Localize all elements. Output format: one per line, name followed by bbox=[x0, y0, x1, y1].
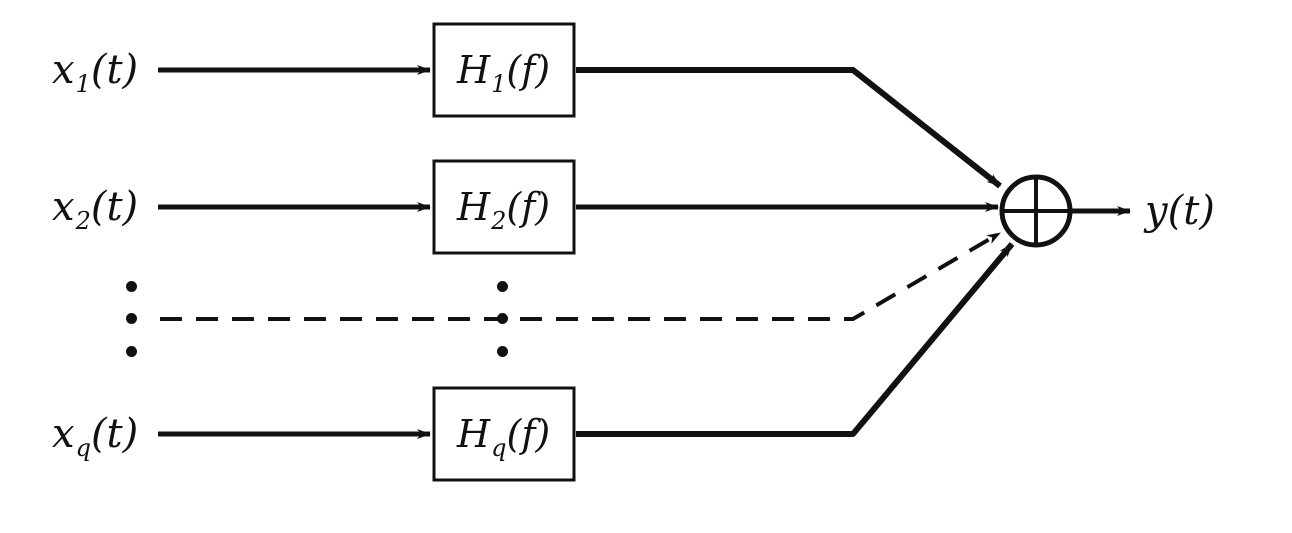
branch-path-q bbox=[576, 242, 1015, 437]
input-label-2: x2(t) bbox=[52, 184, 139, 235]
filter-block-2 bbox=[432, 159, 576, 255]
filter-label-2: H2(f) bbox=[457, 185, 551, 235]
branch-path-1 bbox=[576, 67, 1002, 189]
filter-block-q bbox=[432, 386, 576, 482]
output-label: y(t) bbox=[1145, 188, 1215, 234]
circle-plus-icon bbox=[999, 174, 1073, 248]
branch-path-dashed bbox=[160, 231, 1002, 321]
filter-label-q: Hq(f) bbox=[457, 412, 551, 462]
filter-block-1 bbox=[432, 22, 576, 118]
input-label-1: x1(t) bbox=[52, 47, 139, 98]
input-label-q: xq(t) bbox=[52, 411, 139, 462]
filter-label-1: H1(f) bbox=[457, 48, 551, 98]
